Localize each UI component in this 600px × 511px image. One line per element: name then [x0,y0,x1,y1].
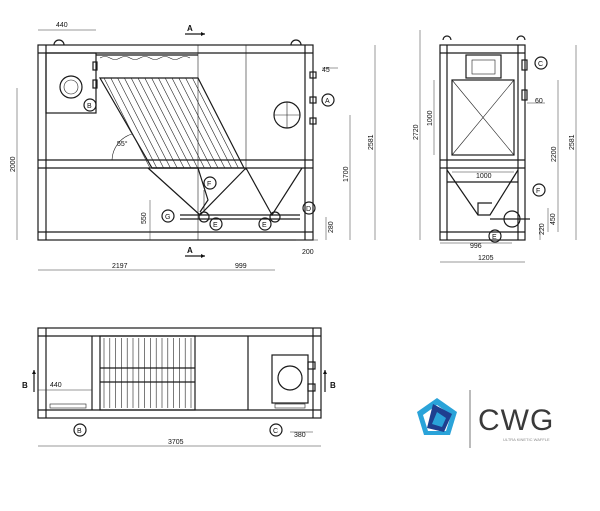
side-view: 2720 1000 60 1000 2200 2581 450 220 996 … [413,30,577,263]
svg-text:B: B [87,103,92,110]
dim-front-200: 200 [302,249,314,256]
valve-left [198,211,210,223]
plate-lines [103,77,239,169]
dim-plan-380: 380 [294,432,306,439]
dim-plan-3705: 3705 [168,439,184,446]
plate-line [130,77,178,169]
plate-line [124,77,171,169]
side-outlet-pipe [477,202,492,215]
nozzle-c-plan: C [269,423,283,437]
section-mark-b-right: B [330,381,336,390]
nozzle-e1-front: E [209,217,223,231]
plate-line [178,77,226,169]
nozzle-e2-front: E [258,217,272,231]
plate-line [144,77,192,169]
dim-side-220: 220 [539,223,546,235]
inlet-flange-inner [63,79,79,95]
plan-frame [37,327,322,419]
nozzle-c-side: C [534,56,548,70]
svg-text:B: B [77,428,82,435]
svg-text:G: G [165,214,170,221]
dim-front-2581: 2581 [368,134,375,150]
plan-view: B B 440 3705 380 B C [22,327,336,447]
dim-plan-440: 440 [50,382,62,389]
plan-plate-lines [103,338,192,408]
nozzle-f-front: F [203,176,217,190]
angle-arc [111,133,133,161]
dim-front-1700: 1700 [343,166,350,182]
lifting-lug-left [53,39,65,46]
wavy-top-edge [99,56,191,60]
logo-tagline: ULTRA KINETIC WAFFLE [503,437,550,442]
dim-side-996: 996 [470,243,482,250]
svg-text:C: C [273,428,278,435]
svg-text:E: E [213,222,218,229]
svg-text:F: F [536,188,540,195]
svg-text:E: E [492,234,497,241]
nozzle-e-side: E [488,229,502,243]
lifting-lug-right [290,39,302,46]
side-top-hood [465,54,502,79]
side-plate-pack [451,79,515,156]
plate-line [110,77,158,169]
dim-front-999: 999 [235,263,247,270]
plan-outlet-box [271,354,309,404]
svg-text:D: D [306,206,311,213]
plate-line [103,77,151,169]
nozzle-d-front: D [302,201,316,215]
company-logo: CWG ULTRA KINETIC WAFFLE [417,390,554,448]
logo-pentagon-mark [417,398,457,435]
dim-front-2000: 2000 [10,156,17,172]
valve-right [269,211,281,223]
nozzle-b-plan: B [73,423,87,437]
plan-plate-pack [99,335,196,411]
dim-front-280: 280 [328,221,335,233]
dim-side-2581: 2581 [569,134,576,150]
plate-line [151,77,198,169]
svg-text:E: E [262,222,267,229]
nozzle-f-side: F [532,183,546,197]
hopper-left-outline [152,167,209,213]
plate-line [117,77,164,169]
section-mark-a-top: A [187,24,193,33]
dim-side-2200: 2200 [551,146,558,162]
dim-side-450: 450 [550,213,557,225]
plate-line [137,77,185,169]
dim-front-440: 440 [56,22,68,29]
dim-front-2197: 2197 [112,263,128,270]
front-frame [37,44,314,241]
dim-side-1000h: 1000 [476,173,492,180]
dim-side-2720: 2720 [413,124,420,140]
angle-label: 55° [117,140,128,148]
dim-side-1000v: 1000 [427,110,434,126]
plate-line [164,77,212,169]
logo-brand-text: CWG [478,404,554,437]
side-hopper [446,169,519,216]
plate-line [192,77,239,169]
section-mark-a-bottom: A [187,246,193,255]
front-view: 55° A A 440 2000 2581 1700 45 550 280 20… [10,22,376,271]
nozzle-g-front: G [161,209,175,223]
svg-text:A: A [325,98,330,105]
svg-text:F: F [207,181,211,188]
hopper-right [245,167,303,217]
side-frame [439,44,526,241]
inlet-box [45,52,97,114]
dim-side-1205: 1205 [478,255,494,262]
inlet-flange-outer [59,75,83,99]
nozzle-a-front: A [321,93,335,107]
dim-front-45: 45 [322,67,330,74]
dim-side-60: 60 [535,98,543,105]
plate-line [185,77,232,169]
plate-line [158,77,205,169]
dim-front-550: 550 [141,212,148,224]
svg-text:C: C [538,61,543,68]
nozzle-b-front: B [83,98,97,112]
plate-line [171,77,219,169]
hopper-left [147,167,247,216]
section-mark-b-left: B [22,381,28,390]
